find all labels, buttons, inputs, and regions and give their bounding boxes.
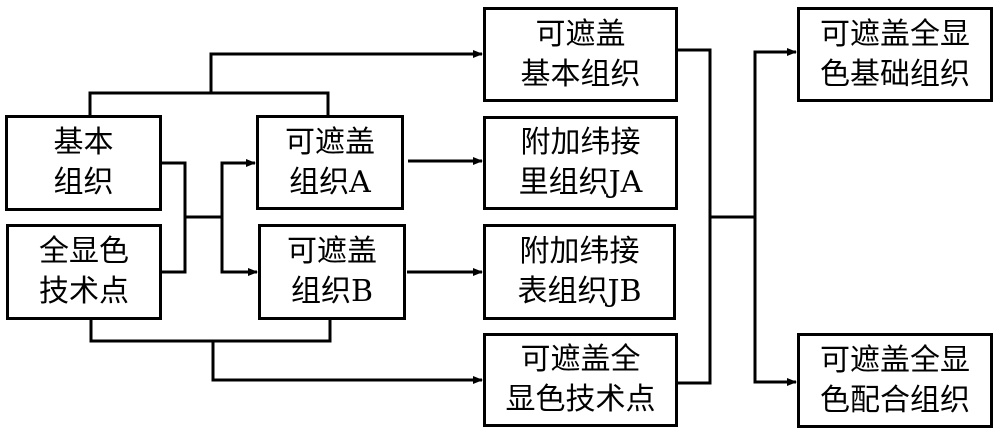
node-cover-basic: 可遮盖 基本组织	[483, 7, 678, 102]
arrow-to-fullcolor-base	[753, 48, 797, 217]
arrow-to-cover-a	[220, 159, 256, 217]
node-cover-b-line2: 组织B	[290, 274, 374, 309]
arrow-to-cover-basic	[209, 50, 483, 93]
node-cover-b-line1: 可遮盖	[287, 234, 377, 269]
node-cover-fullcolor-combo-line2: 色配合组织	[820, 382, 970, 418]
node-cover-basic-line1: 可遮盖	[535, 16, 626, 52]
node-fullcolor-point: 全显色 技术点	[6, 224, 162, 320]
node-fullcolor-point-line1: 全显色	[39, 234, 129, 269]
node-basic-line2: 组织	[53, 165, 114, 200]
node-weft-jb-line2: 表组织JB	[517, 274, 642, 309]
node-weft-ja-line1: 附加纬接	[520, 125, 641, 160]
node-cover-a-line2: 组织A	[289, 164, 371, 200]
node-weft-ja: 附加纬接 里组织JA	[483, 116, 678, 210]
arrow-to-fullcolor-combo	[753, 217, 797, 386]
node-cover-fullcolor-combo-line1: 可遮盖全显	[820, 342, 970, 378]
node-fullcolor-point-line2: 技术点	[39, 274, 129, 309]
connector-bottom	[89, 318, 332, 343]
node-weft-ja-line2: 里组织JA	[518, 165, 643, 200]
connector-basic-right	[161, 161, 187, 274]
node-weft-jb-line1: 附加纬接	[519, 234, 640, 269]
node-cover-fullcolor-point-line2: 显色技术点	[505, 382, 656, 417]
node-cover-fullcolor-combo: 可遮盖全显 色配合组织	[797, 333, 993, 428]
node-cover-a: 可遮盖 组织A	[256, 115, 404, 210]
node-weft-jb: 附加纬接 表组织JB	[483, 224, 676, 320]
node-basic: 基本 组织	[5, 115, 162, 211]
node-cover-fullcolor-base-line1: 可遮盖全显	[820, 16, 970, 52]
node-cover-basic-line2: 基本组织	[520, 56, 641, 92]
node-cover-fullcolor-base: 可遮盖全显 色基础组织	[797, 7, 993, 102]
node-cover-fullcolor-point-line1: 可遮盖全	[520, 342, 641, 377]
node-basic-line1: 基本	[53, 125, 114, 160]
right-bus	[677, 48, 712, 385]
node-cover-fullcolor-base-line2: 色基础组织	[820, 56, 970, 92]
node-cover-fullcolor-point: 可遮盖全 显色技术点	[483, 333, 678, 427]
node-cover-b: 可遮盖 组织B	[258, 224, 406, 320]
arrow-to-cover-fullcolor-point	[211, 341, 483, 384]
connector-basic-to-cover-basic	[88, 91, 330, 116]
node-cover-a-line1: 可遮盖	[285, 124, 375, 160]
arrow-to-cover-b	[220, 217, 258, 276]
